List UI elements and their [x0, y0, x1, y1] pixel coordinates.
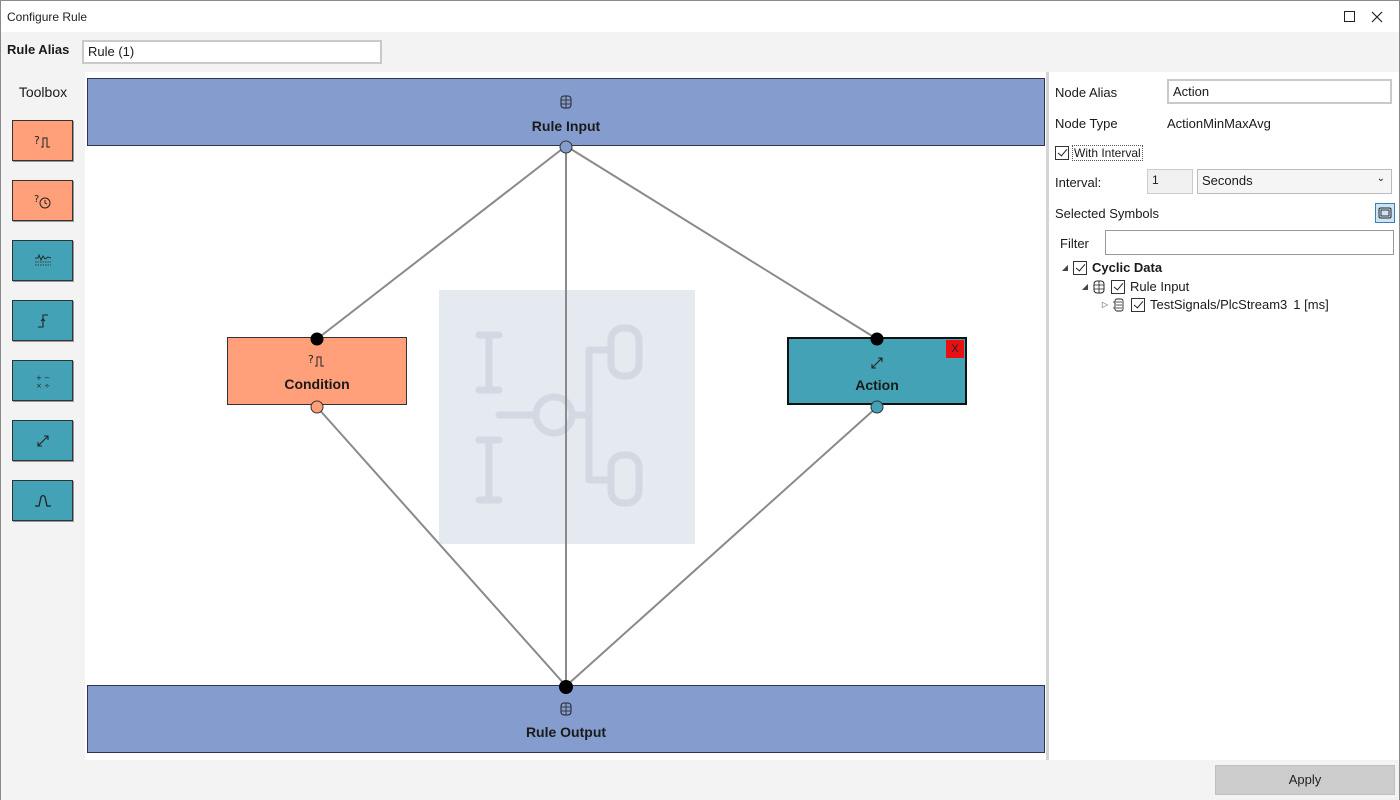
minmax-icon — [36, 434, 49, 447]
interval-label: Interval: — [1055, 175, 1102, 190]
symbol-checkbox[interactable] — [1131, 297, 1145, 312]
close-button[interactable] — [1355, 1, 1399, 32]
tree-node-cyclic-data[interactable]: ◢ Cyclic Data — [1059, 260, 1162, 275]
expand-arrow-icon[interactable]: ▷ — [1101, 300, 1109, 309]
window-title: Configure Rule — [7, 10, 88, 24]
edit-symbols-button[interactable] — [1375, 203, 1395, 223]
tool-edge[interactable] — [12, 300, 73, 341]
cyclic-data-checkbox[interactable] — [1073, 260, 1087, 275]
panel-splitter[interactable] — [1046, 72, 1049, 760]
interval-input[interactable]: 1 — [1147, 169, 1193, 194]
collapse-arrow-icon[interactable]: ◢ — [1081, 282, 1089, 291]
rule-alias-bar: Rule Alias Rule (1) — [1, 32, 1399, 72]
svg-text:?: ? — [308, 353, 314, 366]
stream-icon — [1113, 298, 1124, 311]
maximize-icon — [1343, 11, 1355, 22]
connection-lines — [316, 145, 878, 687]
database-icon — [560, 95, 572, 109]
chevron-down-icon: ⌄ — [1376, 173, 1385, 184]
database-icon — [1093, 280, 1105, 293]
action-label: Action — [855, 377, 899, 393]
rule-input-node[interactable]: Rule Input — [87, 78, 1045, 146]
toolbox-title: Toolbox — [18, 84, 68, 100]
tool-minmax[interactable] — [12, 420, 73, 461]
signal-icon — [34, 253, 51, 265]
interval-unit-value: Seconds — [1202, 173, 1253, 188]
node-alias-label: Node Alias — [1055, 85, 1118, 100]
tool-timed-condition[interactable]: ? — [12, 180, 73, 221]
action-node[interactable]: Action X — [787, 337, 967, 405]
node-type-value: ActionMinMaxAvg — [1167, 116, 1271, 131]
rule-input-port[interactable] — [559, 140, 573, 154]
condition-label: Condition — [284, 376, 350, 392]
rule-input-tree-label: Rule Input — [1130, 279, 1190, 294]
node-alias-input[interactable]: Action — [1167, 79, 1392, 104]
rule-output-label: Rule Output — [525, 724, 607, 740]
svg-text:?: ? — [34, 134, 40, 147]
collapse-arrow-icon[interactable]: ◢ — [1061, 263, 1069, 272]
condition-output-port[interactable] — [310, 400, 324, 414]
interval-unit-select[interactable]: Seconds ⌄ — [1197, 169, 1392, 194]
tool-math-operators[interactable]: + − × ÷ — [12, 360, 73, 401]
with-interval-label: With Interval — [1072, 145, 1143, 161]
action-output-port[interactable] — [870, 400, 884, 414]
cyclic-data-label: Cyclic Data — [1092, 260, 1163, 275]
peak-icon — [34, 494, 51, 507]
connection-input-action — [565, 145, 878, 340]
tool-condition[interactable]: ? — [12, 120, 73, 161]
database-icon — [560, 702, 572, 716]
rule-canvas[interactable]: Rule Input ? Condition Action X — [87, 76, 1045, 756]
svg-text:?: ? — [34, 194, 39, 205]
apply-button[interactable]: Apply — [1215, 765, 1395, 795]
filter-label: Filter — [1060, 236, 1089, 251]
title-bar: Configure Rule — [1, 1, 1399, 32]
rule-output-node[interactable]: Rule Output — [87, 685, 1045, 753]
condition-node[interactable]: ? Condition — [227, 337, 407, 405]
connection-action-output — [565, 406, 878, 687]
rule-alias-label: Rule Alias — [7, 42, 70, 57]
symbol-cycle-time: 1 [ms] — [1293, 297, 1329, 312]
condition-icon: ? — [308, 353, 324, 367]
delete-node-button[interactable]: X — [946, 340, 964, 358]
toolbox-panel: Toolbox ? ? — [1, 72, 85, 760]
svg-text:× ÷: × ÷ — [36, 382, 50, 389]
maximize-button[interactable] — [1327, 1, 1371, 32]
minmax-icon — [871, 357, 883, 369]
action-input-port[interactable] — [870, 332, 884, 346]
rule-input-label: Rule Input — [531, 118, 601, 134]
tool-peak[interactable] — [12, 480, 73, 521]
with-interval-checkbox[interactable]: With Interval — [1055, 145, 1143, 161]
node-type-label: Node Type — [1055, 116, 1118, 131]
selected-symbols-label: Selected Symbols — [1055, 206, 1160, 221]
edge-icon — [37, 313, 48, 328]
connection-input-condition — [316, 145, 567, 340]
close-icon — [1371, 11, 1383, 22]
rule-alias-input[interactable]: Rule (1) — [82, 40, 382, 64]
condition-icon: ? — [34, 134, 50, 147]
tool-signal[interactable] — [12, 240, 73, 281]
rule-output-port[interactable] — [558, 679, 574, 695]
properties-panel: Node Alias Action Node Type ActionMinMax… — [1049, 72, 1399, 760]
timed-condition-icon: ? — [34, 194, 50, 208]
condition-input-port[interactable] — [310, 332, 324, 346]
math-operators-icon: + − × ÷ — [36, 374, 50, 389]
symbol-label: TestSignals/PlcStream3 — [1150, 297, 1288, 312]
tree-node-symbol[interactable]: ▷ TestSignals/PlcStream3 1 [ms] — [1099, 297, 1329, 312]
rule-logo-icon — [475, 324, 643, 507]
connection-condition-output — [316, 406, 567, 687]
window-stack-icon — [1378, 207, 1392, 219]
with-interval-check-icon — [1055, 146, 1069, 160]
filter-input[interactable] — [1105, 230, 1394, 255]
footer-bar: Apply — [1, 760, 1399, 800]
svg-text:+ −: + − — [36, 374, 50, 382]
rule-input-checkbox[interactable] — [1111, 279, 1125, 294]
tree-node-rule-input[interactable]: ◢ Rule Input — [1079, 279, 1189, 294]
